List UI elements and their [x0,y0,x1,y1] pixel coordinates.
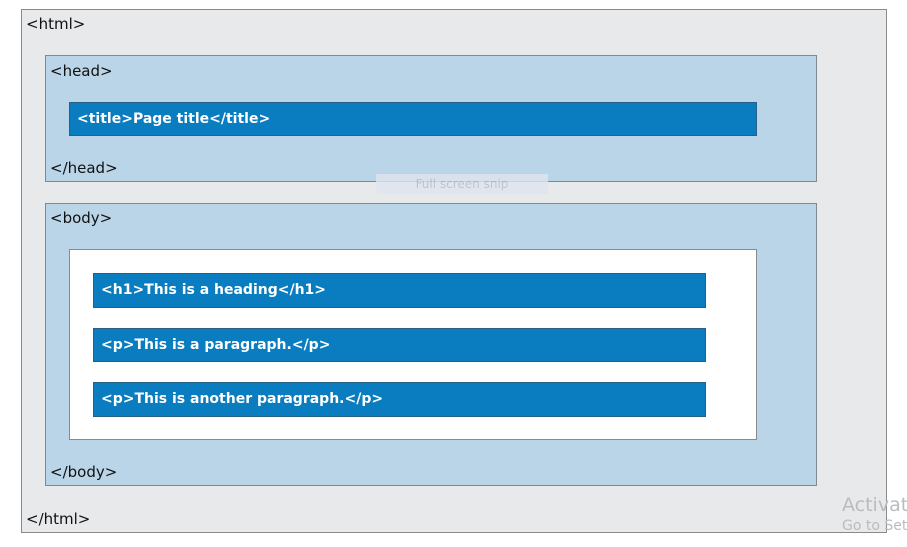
p-element-bar: <p>This is a paragraph.</p> [93,328,706,362]
head-open-tag: <head> [50,62,113,80]
body-open-tag: <body> [50,209,113,227]
h1-element-bar: <h1>This is a heading</h1> [93,273,706,308]
html-close-tag: </html> [26,510,91,528]
title-element-bar: <title>Page title</title> [69,102,757,136]
p-element-bar: <p>This is another paragraph.</p> [93,382,706,417]
head-close-tag: </head> [50,159,118,177]
activate-watermark: Activate [842,494,907,516]
body-close-tag: </body> [50,463,118,481]
html-open-tag: <html> [26,15,86,33]
settings-watermark: Go to Sett [842,518,907,534]
full-screen-snip-overlay: Full screen snip [376,174,548,194]
